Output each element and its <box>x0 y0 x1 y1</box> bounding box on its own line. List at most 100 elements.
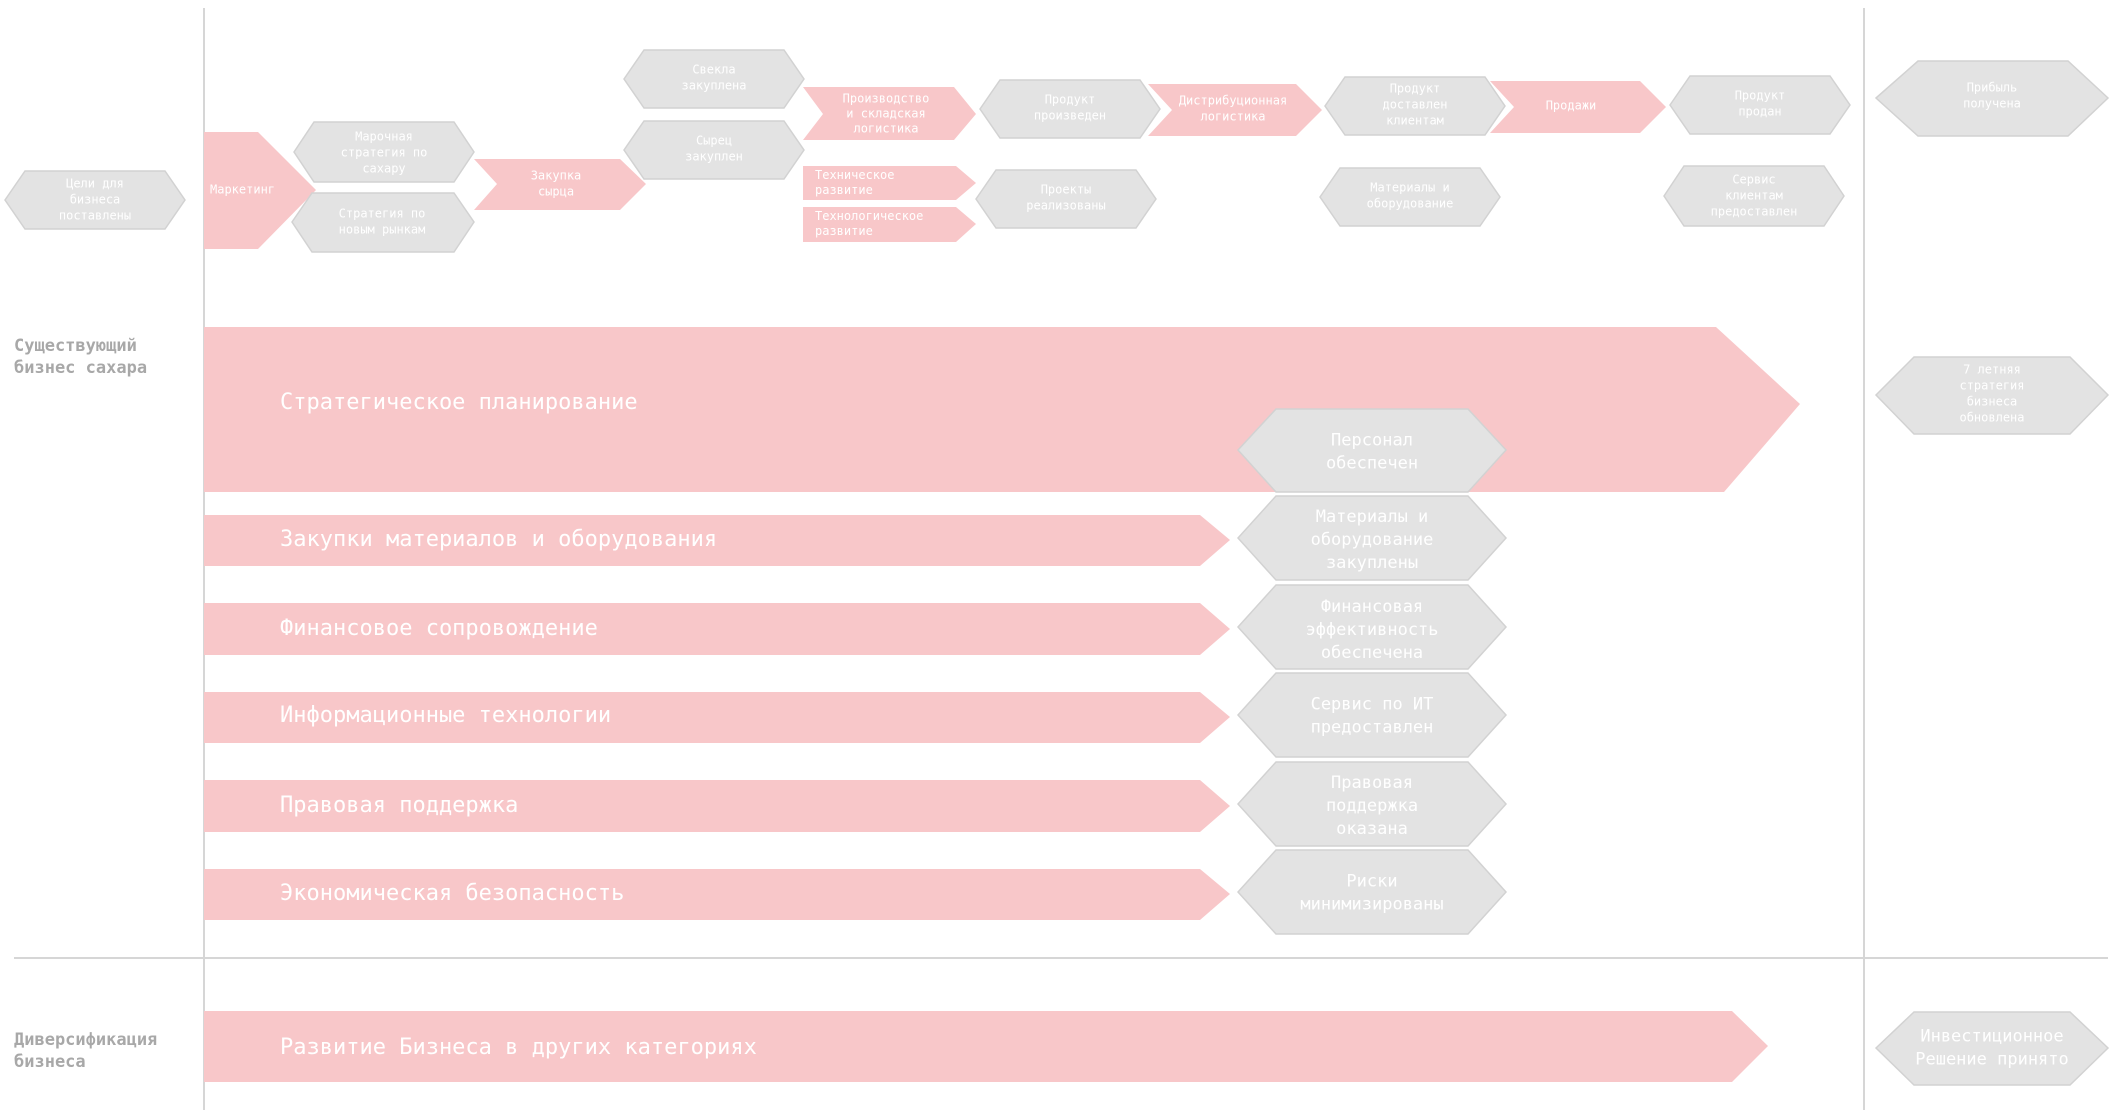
materials-bought-label-line: оборудование <box>1311 530 1434 550</box>
profit-label: Прибыль получена <box>1963 81 2021 111</box>
section-label-diversification-line: Диверсификация <box>14 1030 157 1050</box>
strategy-updated-label-line: 7 летняя <box>1963 363 2021 377</box>
investment-label-line: Инвестиционное <box>1920 1027 2063 1047</box>
it-label: Информационные технологии <box>280 703 611 728</box>
profit-label-line: получена <box>1963 97 2021 111</box>
production-label-line: и складская <box>846 107 925 121</box>
projects-done-label-line: Проекты <box>1041 183 1092 197</box>
raw-bought-label-line: закуплен <box>685 150 743 164</box>
raw-purchase-label-line: сырца <box>538 185 574 199</box>
projects-done-hexagon <box>975 169 1157 229</box>
legal-arrow <box>204 780 1230 832</box>
legal-label: Правовая поддержка <box>280 793 518 818</box>
distribution-label-line: логистика <box>1200 110 1265 124</box>
service-hexagon <box>1663 165 1845 227</box>
finance-arrow <box>204 603 1230 655</box>
service-label-line: Сервис <box>1732 173 1775 187</box>
tech-dev-label-line: развитие <box>815 183 873 197</box>
personnel-label-line: Персонал <box>1331 431 1413 451</box>
it-service-label-line: предоставлен <box>1311 718 1434 738</box>
service-label-line: клиентам <box>1725 189 1783 203</box>
beet-bought-label-line: Свекла <box>692 63 735 77</box>
it-arrow <box>204 692 1230 743</box>
development-arrow <box>204 1011 1768 1082</box>
finance-efficiency-hexagon <box>1236 584 1508 670</box>
legal-support-label-line: поддержка <box>1326 796 1418 816</box>
legal-support-label-line: Правовая <box>1331 773 1413 793</box>
raw-bought-label-line: Сырец <box>696 134 732 148</box>
sold-label-line: Продукт <box>1735 89 1786 103</box>
marketing-label-line: Маркетинг <box>210 183 275 197</box>
technology-dev-label-line: развитие <box>815 224 873 238</box>
materials-eq-hexagon <box>1319 167 1501 227</box>
strategic-planning-label: Стратегическое планирование <box>280 390 638 415</box>
delivered-label-line: клиентам <box>1386 114 1444 128</box>
goals-label-line: Цели для <box>66 177 124 191</box>
production-label-line: Производство <box>843 92 930 106</box>
procurement-label: Закупки материалов и оборудования <box>280 527 717 552</box>
product-made-label-line: Продукт <box>1045 93 1096 107</box>
distribution-label-line: Дистрибуционная <box>1179 94 1287 108</box>
raw-bought-label: Сырец закуплен <box>685 134 743 164</box>
sales-label-line: Продажи <box>1546 99 1597 113</box>
production-chevron <box>803 87 976 140</box>
distribution-label: Дистрибуционная логистика <box>1179 94 1287 124</box>
technology-dev-chevron <box>803 207 976 242</box>
procurement-arrow <box>204 515 1230 566</box>
security-label: Экономическая безопасность <box>280 881 624 906</box>
investment-label-line: Решение принято <box>1915 1050 2069 1070</box>
profit-hexagon <box>1874 60 2110 137</box>
strategy-updated-hexagon <box>1874 356 2110 435</box>
personnel-label-line: обеспечен <box>1326 454 1418 474</box>
marketing-chevron <box>204 132 316 249</box>
technology-dev-label-line: Технологическое <box>815 209 923 223</box>
profit-label-line: Прибыль <box>1967 81 2018 95</box>
raw-bought-hexagon <box>623 120 805 180</box>
it-service-hexagon <box>1236 672 1508 758</box>
brand-strategy-label-line: Марочная <box>355 130 413 144</box>
personnel-label: Персонал обеспечен <box>1326 431 1418 474</box>
sales-chevron <box>1490 81 1666 133</box>
section-label-existing-line: Существующий <box>14 336 137 356</box>
risks-label-line: минимизированы <box>1300 895 1443 915</box>
finance-efficiency-label-line: Финансовая <box>1321 597 1423 617</box>
tech-dev-chevron <box>803 166 976 200</box>
sales-label: Продажи <box>1546 99 1597 113</box>
section-label-existing-line: бизнес сахара <box>14 358 147 378</box>
delivered-label-line: Продукт <box>1390 82 1441 96</box>
marketing-label: Маркетинг <box>210 183 275 197</box>
section-label-diversification-line: бизнеса <box>14 1052 86 1072</box>
materials-bought-label-line: закуплены <box>1326 553 1418 573</box>
tech-dev-label-line: Техническое <box>815 168 894 182</box>
distribution-chevron <box>1148 84 1322 136</box>
finance-label: Финансовое сопровождение <box>280 616 598 641</box>
strategy-updated-label-line: обновлена <box>1959 411 2024 425</box>
legal-support-label-line: оказана <box>1336 819 1408 839</box>
legal-support-label: Правовая поддержка оказана <box>1326 773 1418 839</box>
delivered-hexagon <box>1324 76 1506 136</box>
strategy-updated-label-line: бизнеса <box>1967 395 2018 409</box>
goals-hexagon <box>4 170 186 230</box>
beet-bought-label-line: закуплена <box>681 79 746 93</box>
raw-purchase-chevron <box>474 159 646 210</box>
strategy-updated-label-line: стратегия <box>1959 379 2024 393</box>
sold-hexagon <box>1669 75 1851 135</box>
risks-label: Риски минимизированы <box>1300 872 1443 915</box>
risks-label-line: Риски <box>1346 872 1397 892</box>
production-label-line: логистика <box>853 122 918 136</box>
